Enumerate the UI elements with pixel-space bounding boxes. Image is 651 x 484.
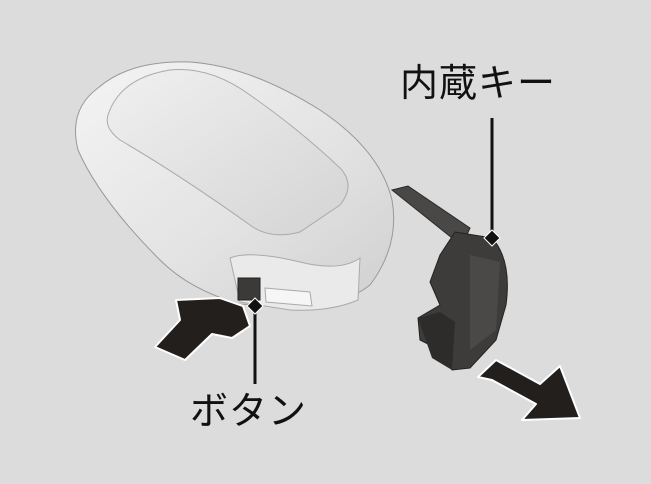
button-leader-line	[246, 297, 264, 384]
button-label: ボタン	[190, 389, 308, 433]
builtin-key-label: 内蔵キー	[400, 61, 557, 105]
built-in-key	[390, 185, 508, 371]
key-leader-line	[483, 118, 501, 247]
key-fob	[75, 61, 395, 311]
push-arrow-icon	[154, 297, 251, 361]
pull-arrow-icon	[477, 359, 581, 421]
release-button	[237, 277, 261, 301]
